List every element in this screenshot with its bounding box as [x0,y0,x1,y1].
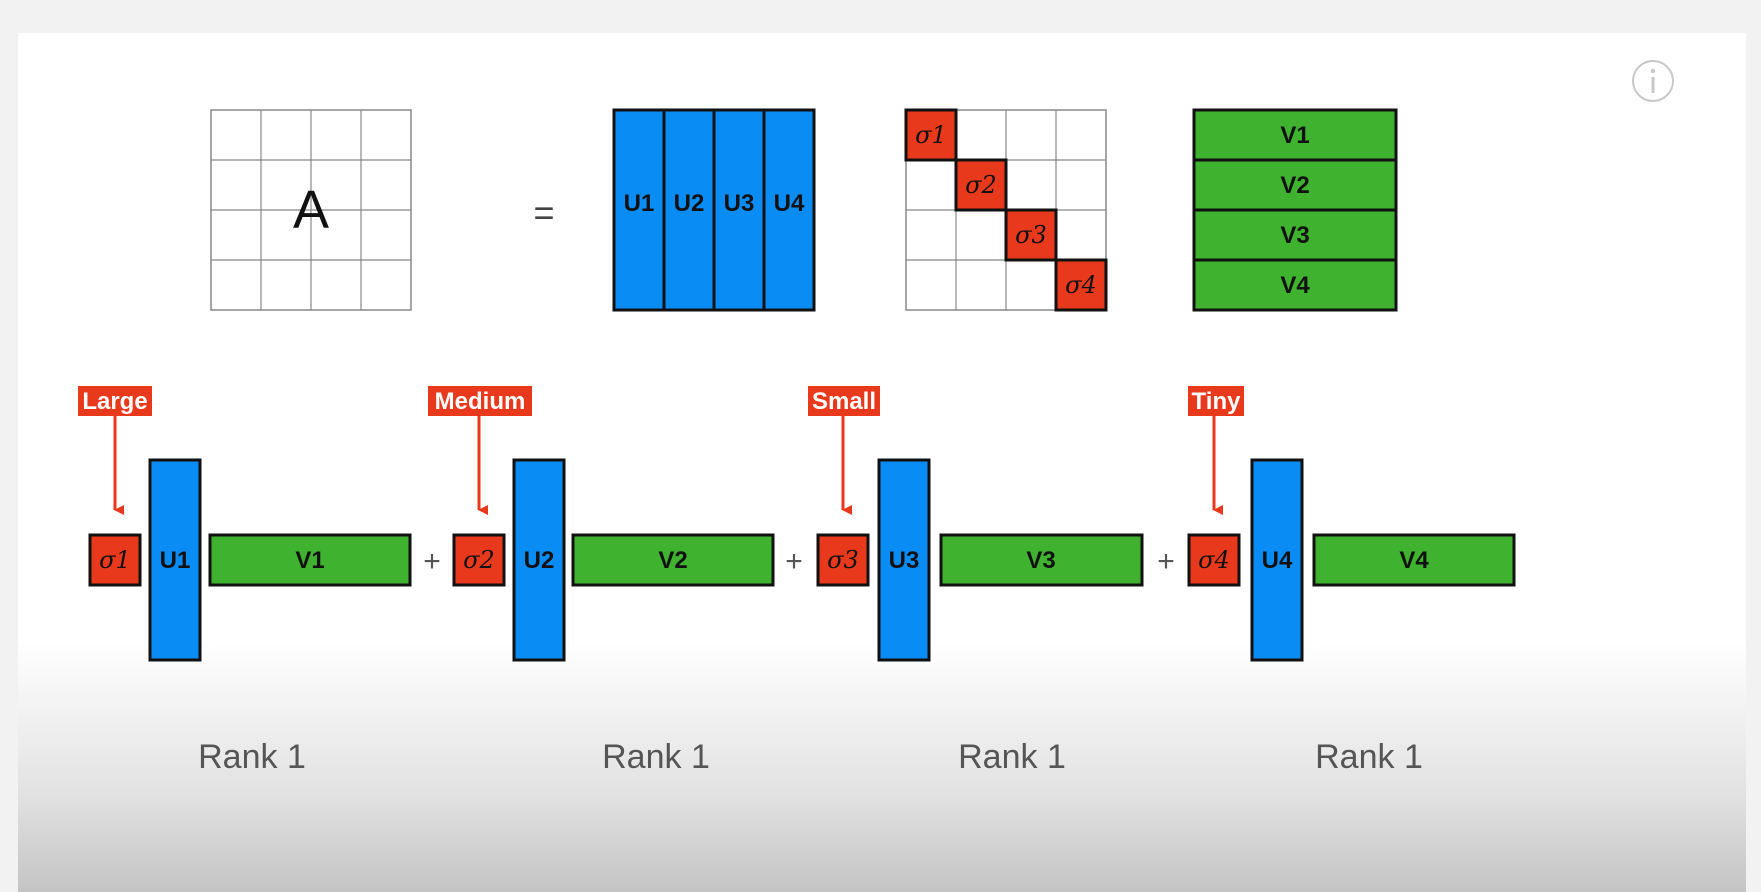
equals-sign: = [533,192,554,233]
term-u-label: U3 [889,547,920,574]
callout-label: Tiny [1192,388,1242,415]
term-sigma-label: σ2 [463,546,495,574]
info-icon[interactable] [1632,60,1674,102]
svd-decomposition-diagram: A = U1 U2 U3 U4 σ1 [78,60,1674,776]
term-u-vector [1250,458,1304,662]
sigma-cell-2 [954,158,1008,212]
term-u-label: U1 [160,547,191,574]
u-column-3 [712,108,766,312]
slide: A = U1 U2 U3 U4 σ1 [18,33,1746,892]
term-sigma-box [452,533,506,587]
v-matrix: V1 V2 V3 V4 [1192,108,1398,312]
sigma-label: σ4 [1065,271,1097,299]
term-u-vector [512,458,566,662]
rank-one-term-1: Large σ1 U1 V1 Rank 1 [78,386,412,776]
callout-badge [808,386,880,416]
u-column-label: U4 [774,190,805,217]
callout-label: Large [82,388,147,415]
term-v-label: V2 [658,547,687,574]
sigma-label: σ1 [915,121,947,149]
term-sigma-label: σ1 [99,546,131,574]
term-v-vector [571,533,775,587]
sigma-cell-4 [1054,258,1108,312]
term-v-label: V3 [1026,547,1055,574]
u-column-label: U3 [724,190,755,217]
sigma-matrix: σ1 σ2 σ3 σ4 [904,108,1108,312]
plus-sign: + [423,545,441,578]
v-row-4 [1192,258,1398,312]
callout-badge [78,386,152,416]
term-v-vector [1312,533,1516,587]
rank-one-term-3: Small σ3 U3 V3 Rank 1 [808,386,1144,776]
matrix-a: A [210,109,412,311]
term-u-vector [148,458,202,662]
v-row-label: V3 [1280,222,1309,249]
term-u-label: U2 [524,547,555,574]
rank-label: Rank 1 [198,738,306,776]
v-row-label: V2 [1280,172,1309,199]
plus-sign: + [785,545,803,578]
u-column-1 [612,108,666,312]
sigma-cell-3 [1004,208,1058,262]
term-sigma-label: σ4 [1198,546,1230,574]
term-sigma-box [816,533,870,587]
v-row-2 [1192,158,1398,212]
u-column-4 [762,108,816,312]
term-u-label: U4 [1262,547,1293,574]
plus-sign: + [1157,545,1175,578]
term-sigma-box [1187,533,1241,587]
sigma-label: σ3 [1015,221,1047,249]
rank-one-term-2: Medium σ2 U2 V2 Rank 1 [428,386,775,776]
sigma-label: σ2 [965,171,997,199]
rank-one-term-4: Tiny σ4 U4 V4 Rank 1 [1187,386,1516,776]
matrix-a-label: A [293,180,329,240]
sigma-cell-1 [904,108,958,162]
v-row-3 [1192,208,1398,262]
v-row-1 [1192,108,1398,162]
term-v-vector [939,533,1144,587]
u-column-label: U2 [674,190,705,217]
term-sigma-box [88,533,142,587]
rank-label: Rank 1 [602,738,710,776]
term-v-label: V4 [1399,547,1429,574]
callout-badge [1188,386,1244,416]
term-v-label: V1 [295,547,324,574]
v-row-label: V4 [1280,272,1310,299]
callout-label: Small [812,388,876,415]
term-sigma-label: σ3 [827,546,859,574]
u-matrix: U1 U2 U3 U4 [612,108,816,312]
term-u-vector [877,458,931,662]
rank-label: Rank 1 [958,738,1066,776]
callout-badge [428,386,532,416]
rank-label: Rank 1 [1315,738,1423,776]
u-column-label: U1 [624,190,655,217]
v-row-label: V1 [1280,122,1309,149]
callout-label: Medium [435,388,526,415]
u-column-2 [662,108,716,312]
term-v-vector [208,533,412,587]
